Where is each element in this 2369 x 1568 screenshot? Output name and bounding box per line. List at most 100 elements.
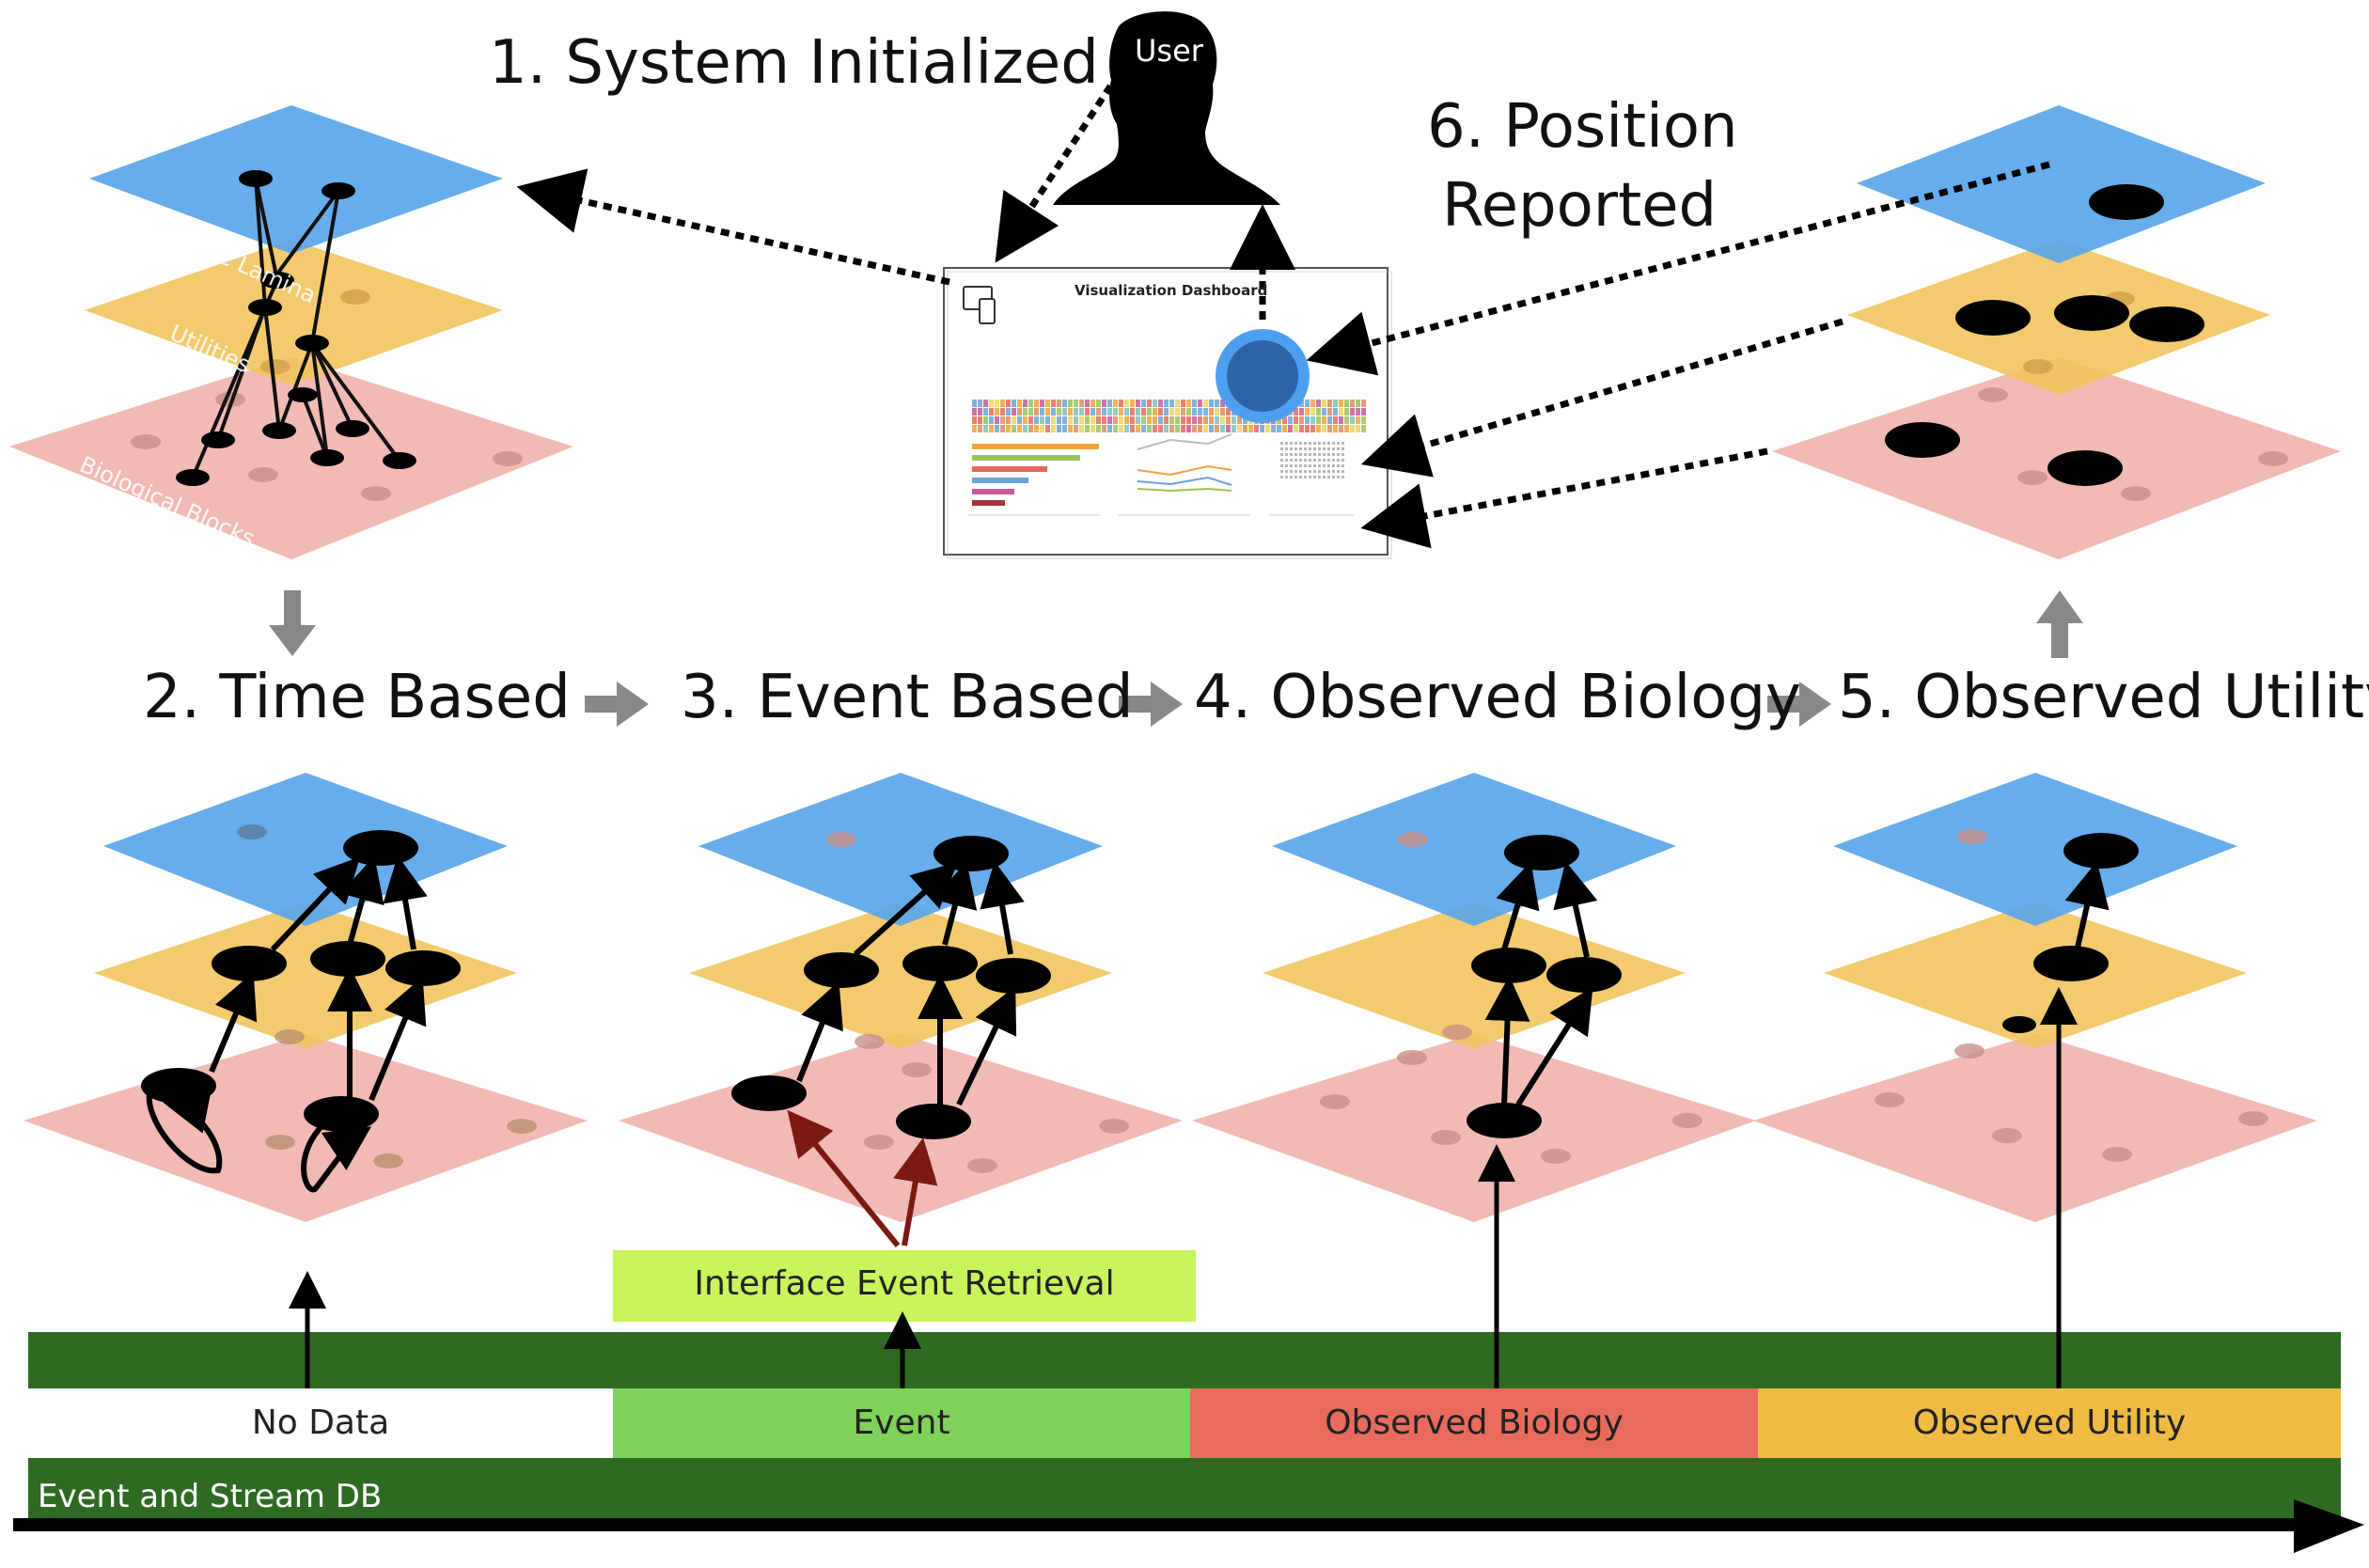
heatmap-cell	[1085, 425, 1090, 432]
inactive-node	[1099, 1119, 1129, 1134]
dotted-arrows	[516, 71, 2050, 549]
link-arrow	[787, 1109, 901, 1247]
heatmap-cell	[1361, 416, 1366, 424]
heatmap-cell	[1006, 400, 1011, 407]
heatmap-cell	[1153, 416, 1157, 424]
heatmap-cell	[1192, 425, 1197, 432]
grid-dot	[1323, 442, 1326, 445]
heatmap-cell	[1344, 408, 1349, 416]
heatmap-cell	[1327, 400, 1332, 407]
inactive-node	[2102, 1147, 2132, 1162]
grid-dot	[1332, 453, 1335, 456]
inactive-node	[864, 1135, 894, 1150]
inactive-node	[237, 824, 267, 839]
stack-time-based	[24, 773, 588, 1222]
grid-dot	[1290, 470, 1293, 473]
heatmap-cell	[1034, 416, 1039, 424]
heatmap-cell	[995, 425, 999, 432]
semantic-layer	[1833, 773, 2237, 926]
self-loop-arrow	[301, 1121, 371, 1193]
heatmap-cell	[1017, 425, 1022, 432]
grid-dot	[1318, 442, 1321, 445]
active-node	[385, 950, 461, 986]
grid-dot	[1280, 459, 1283, 462]
active-node	[1471, 948, 1546, 983]
heatmap-cell	[1090, 408, 1095, 416]
step-observed-utility: 5. Observed Utility	[1838, 663, 2369, 732]
stack-reported	[1772, 105, 2341, 559]
heatmap-cell	[1034, 400, 1039, 407]
heatmap-cell	[1130, 400, 1135, 407]
grid-dot	[1309, 442, 1311, 445]
grid-dot	[1309, 459, 1311, 462]
heatmap-cell	[978, 416, 982, 424]
heatmap-cell	[972, 400, 977, 407]
heatmap-cell	[1350, 416, 1355, 424]
heatmap-cell	[1288, 425, 1293, 432]
heatmap-cell	[995, 408, 999, 416]
heatmap-cell	[1000, 416, 1005, 424]
heatmap-cell	[1220, 425, 1225, 432]
heatmap-cell	[1130, 425, 1135, 432]
grid-dot	[1327, 459, 1330, 462]
heatmap-cell	[1090, 425, 1095, 432]
link-arrow	[383, 855, 428, 950]
heatmap-cell	[1277, 416, 1281, 424]
grid-dot	[1337, 447, 1340, 450]
heatmap-cell	[972, 416, 977, 424]
active-node	[933, 836, 1009, 871]
inactive-node	[2238, 1111, 2268, 1126]
heatmap-cell	[1361, 408, 1366, 416]
active-node	[310, 941, 385, 977]
heatmap-cell	[1147, 408, 1152, 416]
heatmap-cell	[972, 425, 977, 432]
self-loop-arrow	[146, 1088, 223, 1174]
grid-dot	[1309, 464, 1311, 467]
grid-dot	[1313, 464, 1316, 467]
heatmap-cell	[1012, 400, 1016, 407]
heatmap-cell	[1158, 408, 1163, 416]
grid-dot	[1341, 447, 1344, 450]
grid-dot	[1285, 453, 1288, 456]
heatmap-cell	[1220, 400, 1225, 407]
heatmap-cell	[1327, 408, 1332, 416]
heatmap-cell	[1068, 400, 1073, 407]
heatmap-cell	[1096, 416, 1101, 424]
heatmap-cell	[995, 400, 999, 407]
heatmap-cell	[1169, 400, 1174, 407]
grid-dot	[1327, 470, 1330, 473]
heatmap-cell	[1186, 425, 1191, 432]
inactive-node	[1875, 1092, 1905, 1107]
grid-dot	[1304, 459, 1307, 462]
heatmap-cell	[1322, 425, 1326, 432]
grid-dot	[1332, 476, 1335, 478]
inactive-node	[1957, 829, 1987, 844]
heatmap-cell	[1147, 416, 1152, 424]
heatmap-cell	[1169, 425, 1174, 432]
heatmap-cell	[1000, 425, 1005, 432]
heatmap-cell	[1215, 408, 1219, 416]
active-node	[902, 946, 978, 981]
heatmap-cell	[1265, 425, 1270, 432]
grid-dot	[1332, 442, 1335, 445]
heatmap-cell	[1090, 416, 1095, 424]
heatmap-cell	[1350, 425, 1355, 432]
utilities-layer	[1263, 902, 1686, 1048]
segment-label-event: Event	[853, 1403, 950, 1442]
heatmap-cell	[1243, 416, 1247, 424]
segment-label-observed-utility: Observed Utility	[1912, 1403, 2187, 1442]
inactive-node	[1954, 1043, 1985, 1058]
heatmap-cell	[1051, 408, 1056, 416]
grid-dot	[1285, 459, 1288, 462]
heatmap-cell	[1113, 425, 1118, 432]
segment-label-observed-biology: Observed Biology	[1325, 1403, 1624, 1442]
heatmap-cell	[1164, 408, 1169, 416]
segment-observed-utility	[1758, 1388, 2341, 1458]
grid-dot	[1299, 453, 1302, 456]
heatmap-cell	[1260, 425, 1264, 432]
active-node	[731, 1075, 807, 1111]
grid-dot	[1290, 442, 1293, 445]
heatmap-cell	[1288, 416, 1293, 424]
heatmap-cell	[1299, 408, 1304, 416]
